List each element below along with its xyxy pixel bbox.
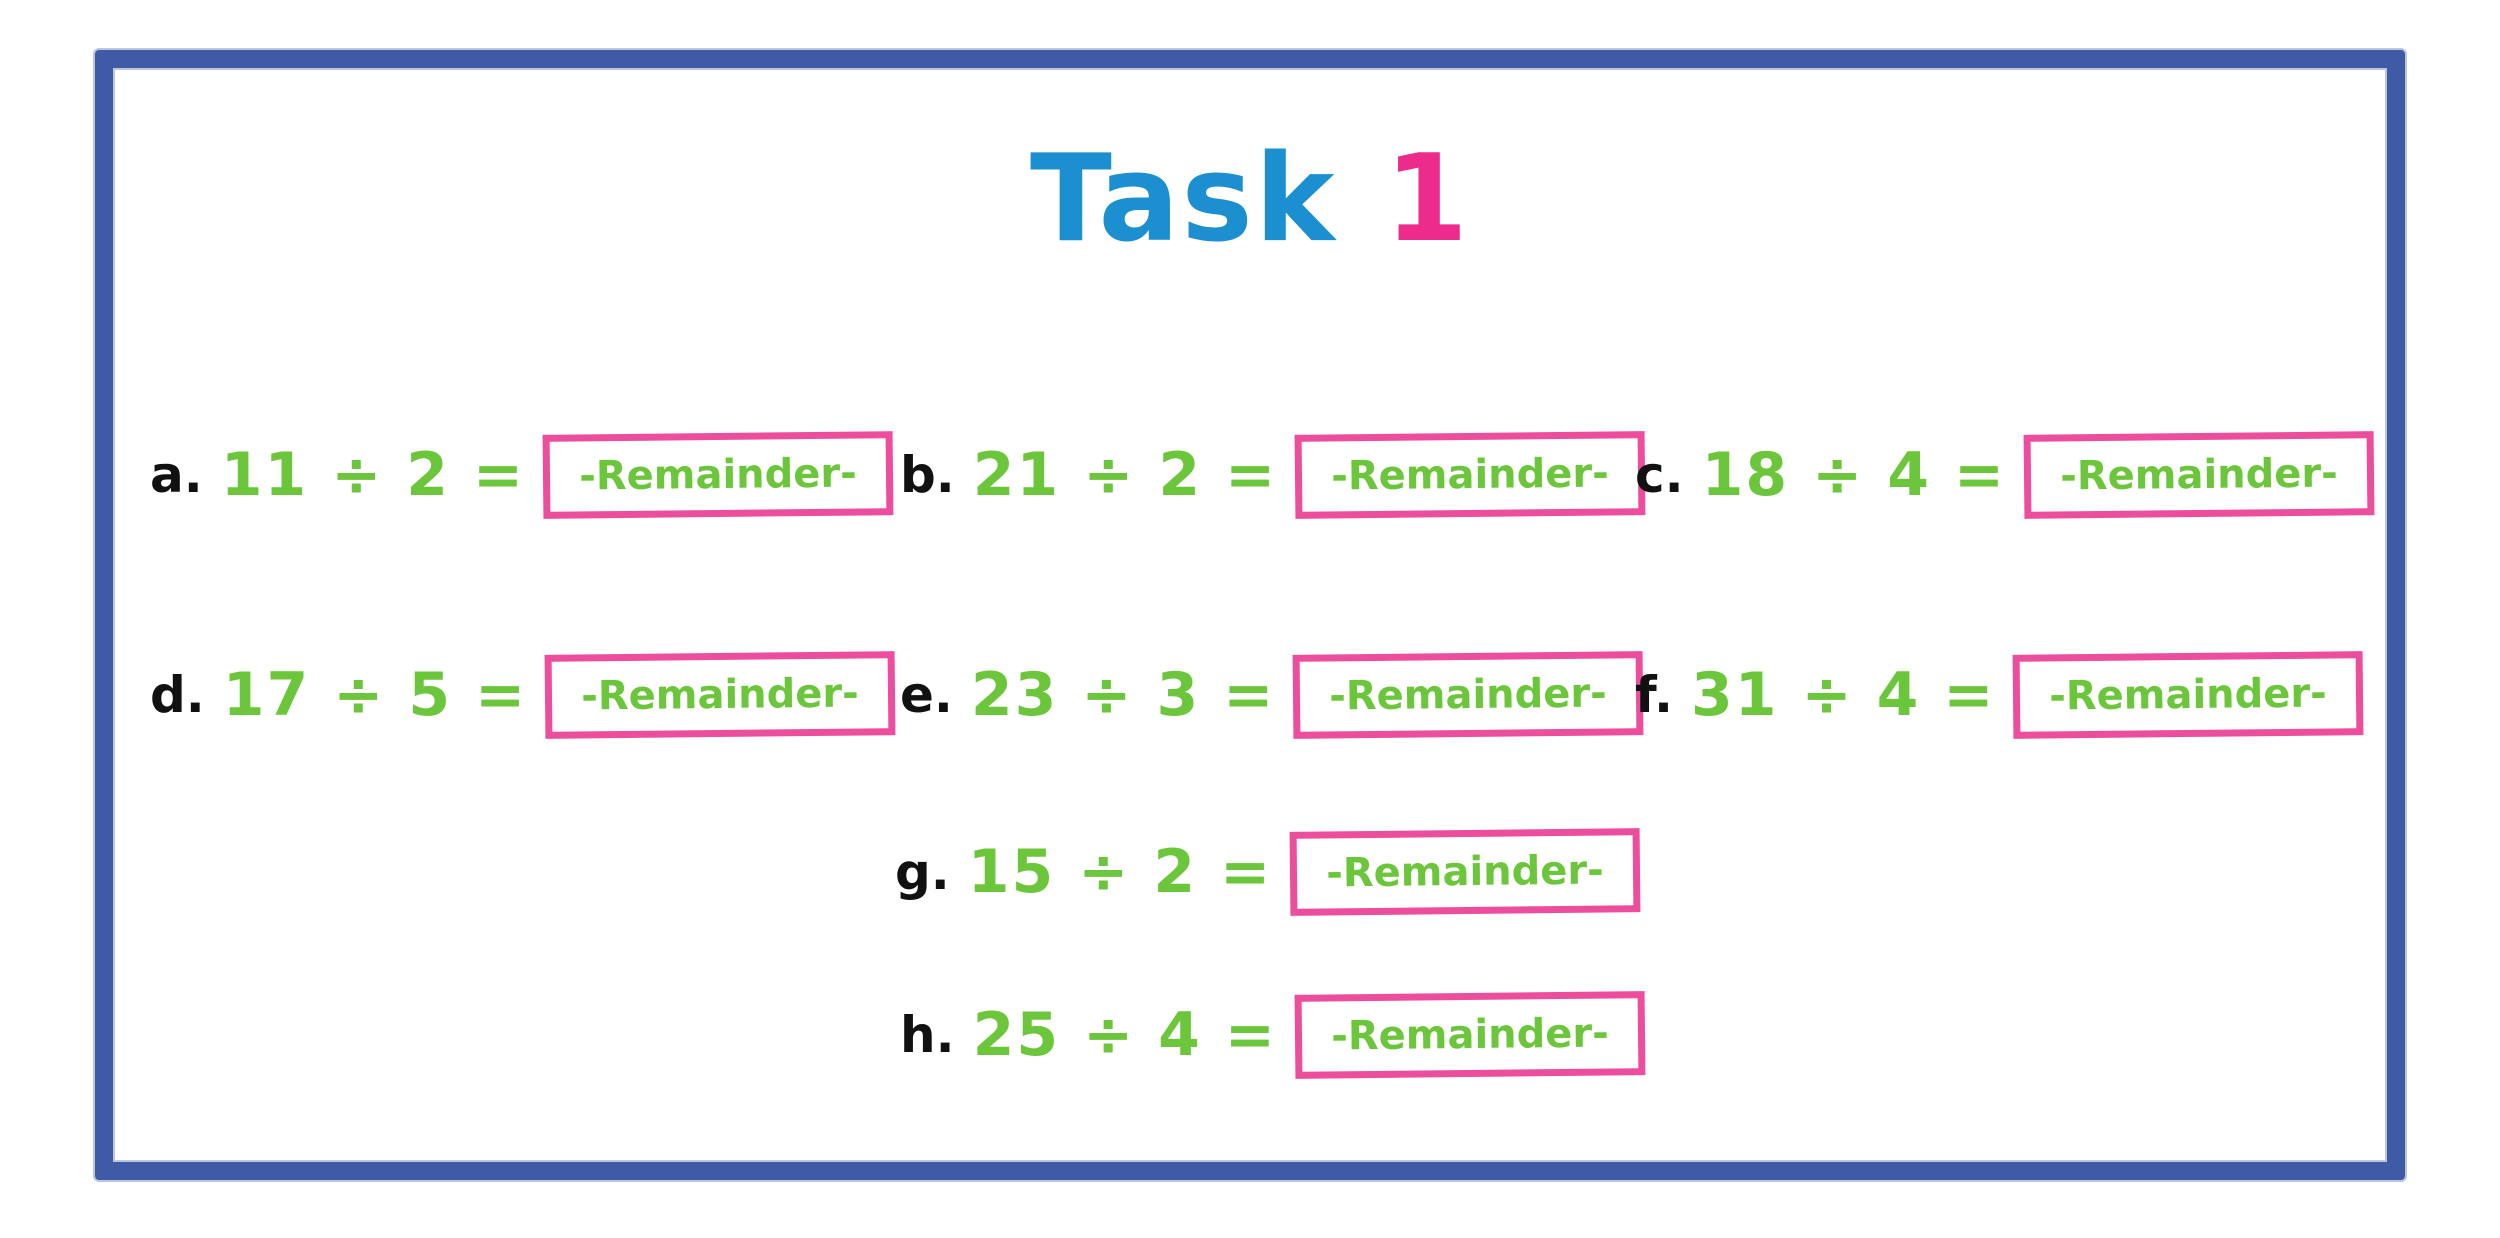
worksheet-frame bbox=[95, 50, 2405, 1180]
problem-letter: b. bbox=[900, 446, 955, 504]
problem-f: f. 31 ÷ 4 = -Remainder- bbox=[1635, 645, 2364, 745]
problem-letter: d. bbox=[150, 666, 205, 724]
answer-box[interactable]: -Remainder- bbox=[1292, 651, 1644, 739]
answer-text: -Remainder- bbox=[2060, 450, 2339, 500]
answer-box[interactable]: -Remainder- bbox=[1294, 431, 1646, 519]
answer-box[interactable]: -Remainder- bbox=[2013, 651, 2364, 739]
problem-letter: g. bbox=[895, 843, 950, 901]
answer-box[interactable]: -Remainder- bbox=[542, 431, 894, 519]
answer-text: -Remainder- bbox=[1326, 847, 1605, 897]
answer-box[interactable]: -Remainder- bbox=[2023, 431, 2375, 519]
answer-text: -Remainder- bbox=[579, 450, 858, 500]
answer-box[interactable]: -Remainder- bbox=[1294, 991, 1646, 1079]
problem-g: g. 15 ÷ 2 = -Remainder- bbox=[895, 822, 1641, 922]
problem-h: h. 25 ÷ 4 = -Remainder- bbox=[900, 985, 1646, 1085]
answer-text: -Remainder- bbox=[581, 670, 860, 720]
problem-letter: f. bbox=[1635, 666, 1674, 724]
problem-equation: 15 ÷ 2 = bbox=[967, 837, 1273, 907]
problem-equation: 23 ÷ 3 = bbox=[970, 660, 1276, 730]
problem-b: b. 21 ÷ 2 = -Remainder- bbox=[900, 425, 1646, 525]
answer-text: -Remainder- bbox=[1331, 1010, 1610, 1060]
answer-box[interactable]: -Remainder- bbox=[544, 651, 896, 739]
title-word: Task bbox=[1029, 130, 1337, 269]
problem-e: e. 23 ÷ 3 = -Remainder- bbox=[900, 645, 1644, 745]
problem-letter: a. bbox=[150, 446, 203, 504]
answer-box[interactable]: -Remainder- bbox=[1289, 828, 1641, 916]
problem-equation: 18 ÷ 4 = bbox=[1701, 440, 2007, 510]
answer-text: -Remainder- bbox=[2049, 670, 2328, 720]
problem-a: a. 11 ÷ 2 = -Remainder- bbox=[150, 425, 894, 525]
answer-text: -Remainder- bbox=[1331, 450, 1610, 500]
problem-letter: h. bbox=[900, 1006, 955, 1064]
problem-letter: c. bbox=[1635, 446, 1684, 504]
answer-text: -Remainder- bbox=[1329, 670, 1608, 720]
problem-equation: 21 ÷ 2 = bbox=[972, 440, 1278, 510]
title-number: 1 bbox=[1384, 130, 1471, 269]
problem-letter: e. bbox=[900, 666, 953, 724]
problem-d: d. 17 ÷ 5 = -Remainder- bbox=[150, 645, 896, 745]
problem-equation: 31 ÷ 4 = bbox=[1691, 660, 1996, 730]
page-title: Task 1 bbox=[0, 130, 2500, 270]
problem-equation: 17 ÷ 5 = bbox=[222, 660, 528, 730]
problem-c: c. 18 ÷ 4 = -Remainder- bbox=[1635, 425, 2375, 525]
problem-equation: 11 ÷ 2 = bbox=[220, 440, 526, 510]
problem-equation: 25 ÷ 4 = bbox=[972, 1000, 1278, 1070]
